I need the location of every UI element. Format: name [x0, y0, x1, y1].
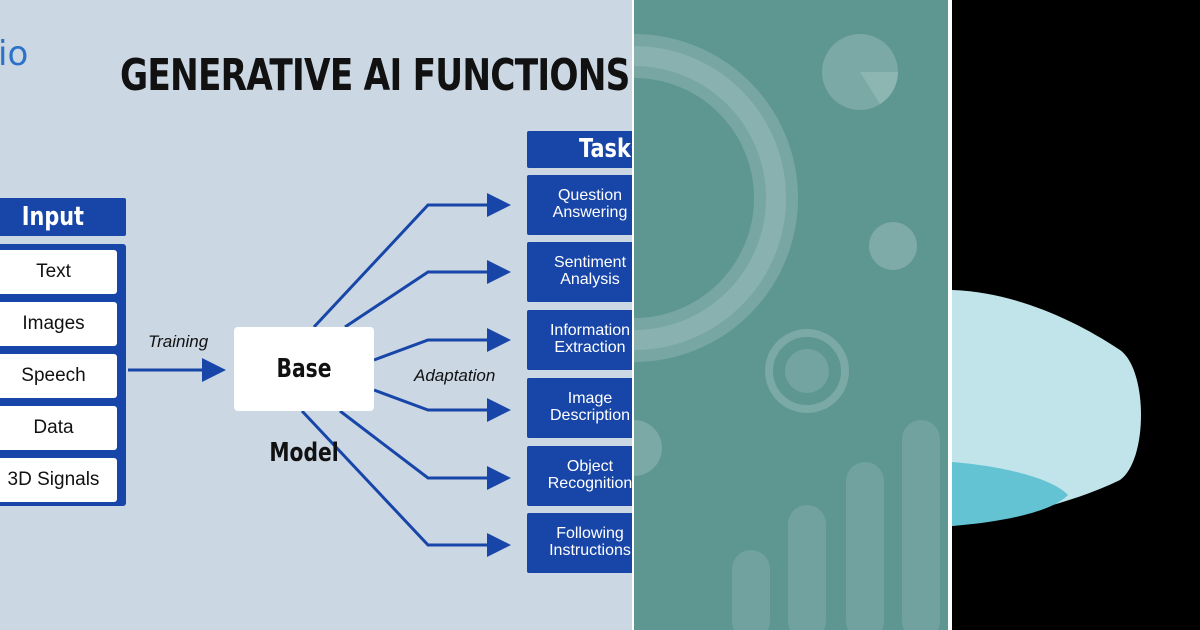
arrow-to-information-extraction	[373, 328, 511, 362]
brand-logo-text: io	[0, 34, 29, 74]
decorative-teal-panel	[632, 0, 948, 630]
abstract-chart-graphic	[634, 34, 940, 630]
connector-arrows	[128, 193, 511, 557]
input-item-3d-signals: 3D Signals	[0, 458, 117, 502]
task-line: Analysis	[560, 271, 620, 288]
task-line: Question	[557, 187, 623, 204]
pie-slice-top	[860, 72, 898, 104]
decorative-black-panel	[948, 0, 1200, 630]
arrow-to-sentiment-analysis	[344, 260, 511, 329]
bar-1	[732, 550, 770, 630]
cloud-shape-cyan	[952, 462, 1068, 526]
input-item-images: Images	[0, 302, 117, 346]
large-ring	[634, 46, 786, 350]
cloud-shape-graphic	[952, 290, 1141, 526]
half-circle-left	[634, 420, 662, 476]
task-line: Image	[567, 390, 613, 407]
training-label: Training	[148, 332, 209, 351]
slide-panel: io GENERATIVE AI FUNCTIONS Input Text Im…	[0, 0, 632, 630]
ring-small	[765, 329, 849, 413]
bar-2	[788, 505, 826, 630]
input-item-speech: Speech	[0, 354, 117, 398]
task-sentiment-analysis: Sentiment Analysis	[527, 242, 632, 302]
task-line: Extraction	[554, 339, 626, 356]
task-line: Description	[549, 407, 631, 424]
tasks-header: Tasks	[527, 131, 632, 168]
task-line: Instructions	[549, 542, 631, 559]
bar-3	[846, 462, 884, 630]
arrow-to-following-instructions	[300, 409, 511, 557]
task-line: Object	[566, 458, 614, 475]
input-item-text: Text	[0, 250, 117, 294]
arrow-to-object-recognition	[339, 409, 511, 490]
task-object-recognition: Object Recognition	[527, 446, 632, 506]
task-information-extraction: Information Extraction	[527, 310, 632, 370]
adaptation-label: Adaptation	[414, 366, 496, 385]
bar-4	[902, 420, 940, 630]
input-header: Input	[0, 198, 126, 236]
task-line: Following	[556, 525, 624, 542]
arrow-to-question-answering	[312, 193, 511, 329]
task-question-answering: Question Answering	[527, 175, 632, 235]
task-line: Information	[549, 322, 631, 339]
arrow-to-image-description	[373, 388, 511, 422]
dot-small	[785, 349, 829, 393]
slide-title: GENERATIVE AI FUNCTIONS	[120, 50, 630, 101]
task-line: Recognition	[547, 475, 632, 492]
ring-arc	[634, 34, 798, 362]
pie-small-mid	[869, 222, 917, 270]
input-list: Text Images Speech Data 3D Signals	[0, 244, 126, 506]
input-item-data: Data	[0, 406, 117, 450]
task-image-description: Image Description	[527, 378, 632, 438]
task-following-instructions: Following Instructions	[527, 513, 632, 573]
task-line: Answering	[552, 204, 628, 221]
task-line: Sentiment	[553, 254, 627, 271]
pie-small-top	[822, 34, 898, 110]
cloud-shape-light	[952, 290, 1141, 526]
base-model-box: Base Model	[234, 327, 374, 468]
